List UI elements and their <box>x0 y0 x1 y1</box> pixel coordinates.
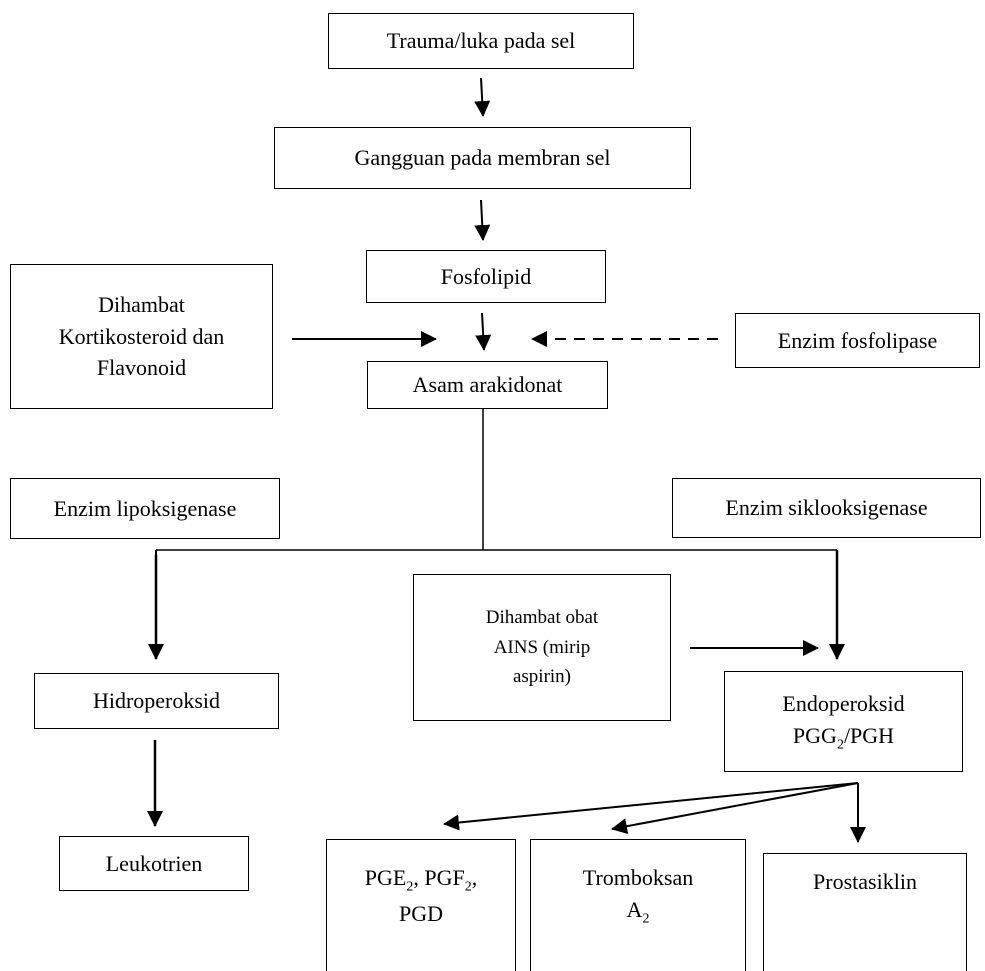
node-dihambat-ains: Dihambat obat AINS (mirip aspirin) <box>413 574 671 721</box>
node-leukotrien-label: Leukotrien <box>105 850 203 876</box>
node-asam-arakidonat-label: Asam arakidonat <box>412 372 563 398</box>
tromboksan-a-sub: 2 <box>642 911 650 927</box>
node-enzim-fosfolipase: Enzim fosfolipase <box>735 313 980 368</box>
node-fosfolipid-label: Fosfolipid <box>440 263 532 289</box>
node-enzim-fosfolipase-label: Enzim fosfolipase <box>777 327 938 353</box>
pge-comma: , <box>471 865 478 890</box>
node-trauma-label: Trauma/luka pada sel <box>386 28 576 54</box>
node-fosfolipid: Fosfolipid <box>366 250 606 303</box>
node-leukotrien: Leukotrien <box>59 836 249 891</box>
node-hidroperoksid: Hidroperoksid <box>34 673 279 729</box>
node-gangguan: Gangguan pada membran sel <box>274 127 691 189</box>
endo-pgg-sub: 2 <box>836 736 844 752</box>
arrow-gangguan-fosfolipid <box>474 199 491 241</box>
tromboksan-line-1: Tromboksan <box>582 865 694 890</box>
ains-line-2: AINS (mirip <box>493 636 591 658</box>
arrow-endo-tromboksan <box>611 782 859 835</box>
pge2-sub: 2 <box>406 879 414 895</box>
node-enzim-lipoksigenase: Enzim lipoksigenase <box>10 478 280 539</box>
pge-line-2: PGD <box>398 900 443 926</box>
node-enzim-lipoksigenase-label: Enzim lipoksigenase <box>53 495 237 521</box>
node-tromboksan: Tromboksan A2 <box>530 839 746 971</box>
tromboksan-line-2: A2 <box>627 894 650 930</box>
kortiko-line-2: Kortikosteroid dan <box>58 323 225 349</box>
node-prostasiklin: Prostasiklin <box>763 853 967 971</box>
pgf-label: , PGF <box>413 865 465 890</box>
endo-pgh: /PGH <box>843 722 895 748</box>
node-dihambat-kortikosteroid: Dihambat Kortikosteroid dan Flavonoid <box>10 264 273 409</box>
pgf-sub: 2 <box>464 879 472 895</box>
arrow-endo-pge <box>443 782 859 831</box>
pge2-label: PGE <box>364 865 407 890</box>
ains-line-3: aspirin) <box>512 666 572 688</box>
node-enzim-siklooksigenase-label: Enzim siklooksigenase <box>725 495 928 521</box>
kortiko-line-1: Dihambat <box>98 291 185 317</box>
node-trauma: Trauma/luka pada sel <box>328 13 634 69</box>
node-prostasiklin-label: Prostasiklin <box>813 869 917 894</box>
kortiko-line-3: Flavonoid <box>96 355 187 381</box>
node-enzim-siklooksigenase: Enzim siklooksigenase <box>672 478 981 538</box>
ains-line-1: Dihambat obat <box>485 607 599 629</box>
arrow-trauma-gangguan <box>474 77 491 117</box>
tromboksan-a: A <box>626 896 643 922</box>
node-hidroperoksid-label: Hidroperoksid <box>92 688 221 714</box>
node-asam-arakidonat: Asam arakidonat <box>367 361 608 409</box>
node-gangguan-label: Gangguan pada membran sel <box>354 145 611 171</box>
arrow-fosfolipid-asam <box>475 312 492 351</box>
node-pge: PGE2, PGF2, PGD <box>326 839 516 971</box>
pge-line-1: PGE2, PGF2, <box>365 862 477 898</box>
node-endoperoksid: Endoperoksid PGG2/PGH <box>724 671 963 772</box>
endoperoksid-line-1: Endoperoksid <box>782 690 905 716</box>
endoperoksid-line-2: PGG2/PGH <box>793 720 894 756</box>
endo-pgg: PGG <box>792 722 837 748</box>
